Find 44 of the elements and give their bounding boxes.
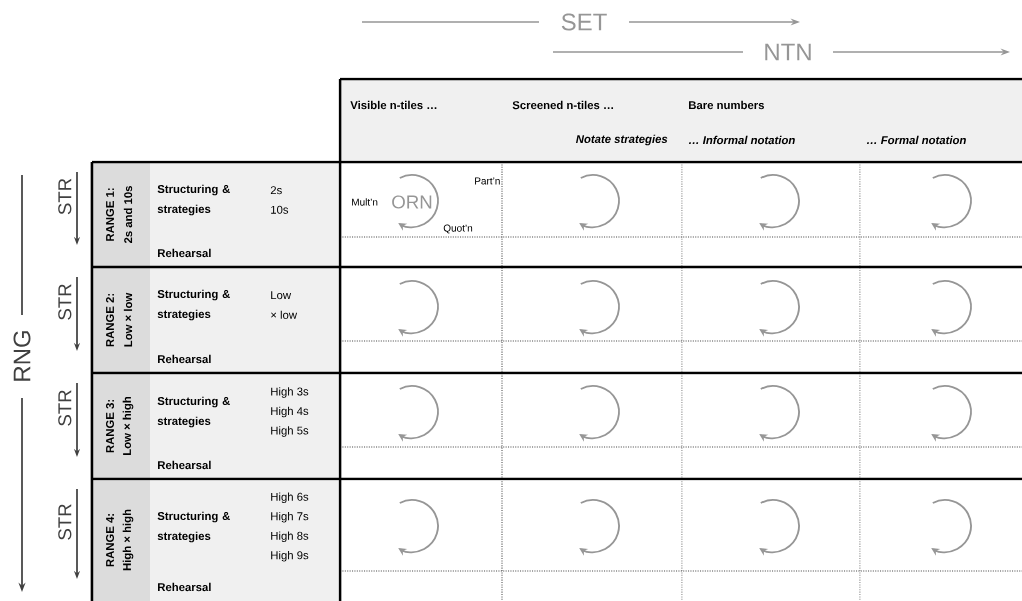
cycle-label: Mult’n xyxy=(352,198,378,206)
row-label: Rehearsal xyxy=(158,248,211,258)
direction-label: STR xyxy=(58,178,72,215)
direction-label: NTN xyxy=(765,43,811,61)
direction-label: STR xyxy=(58,504,72,540)
cycle-label: ORN xyxy=(392,195,432,209)
range-value: High 9s xyxy=(271,550,309,562)
column-header: … Formal notation xyxy=(867,135,966,145)
range-value: High 3s xyxy=(271,387,309,398)
range-label: RANGE 3: xyxy=(106,400,114,453)
range-label: RANGE 2: xyxy=(106,294,114,347)
range-value: 10s xyxy=(271,205,289,214)
range-label: RANGE 4: xyxy=(106,514,114,567)
range-label: RANGE 1: xyxy=(106,188,114,241)
range-value: High 6s xyxy=(271,492,309,504)
row-label: Structuring & strategies xyxy=(157,289,230,321)
column-header: Screened n-tiles … xyxy=(512,100,613,110)
range-value: High 7s xyxy=(271,511,309,523)
range-value: × low xyxy=(271,310,298,319)
range-label: Low × low xyxy=(123,292,133,347)
range-label: Low × high xyxy=(122,396,134,455)
column-header: … Informal notation xyxy=(689,135,795,145)
row-label: Rehearsal xyxy=(158,354,211,364)
range-value: Low xyxy=(271,291,292,300)
row-label: Structuring & strategies xyxy=(157,184,230,216)
direction-label: SET xyxy=(561,13,607,31)
cycle-label: Part’n xyxy=(475,177,500,185)
direction-label: STR xyxy=(58,390,72,426)
row-label: Structuring & strategies xyxy=(157,396,230,428)
range-value: 2s xyxy=(270,186,282,195)
column-header: Bare numbers xyxy=(689,100,764,110)
range-value: High 5s xyxy=(271,426,309,437)
range-value: High 8s xyxy=(271,531,309,543)
column-header: Notate strategies xyxy=(576,134,668,146)
row-label: Rehearsal xyxy=(158,582,211,592)
row-label: Structuring & strategies xyxy=(157,511,230,543)
direction-label: STR xyxy=(58,284,72,320)
direction-label: RNG xyxy=(13,331,31,381)
range-value: High 4s xyxy=(271,406,309,418)
column-header: Visible n-tiles … xyxy=(350,100,437,110)
range-label: 2s and 10s xyxy=(123,186,133,244)
cycle-label: Quot’n xyxy=(443,224,473,234)
row-label: Rehearsal xyxy=(158,460,211,470)
range-label: High × high xyxy=(122,509,134,571)
